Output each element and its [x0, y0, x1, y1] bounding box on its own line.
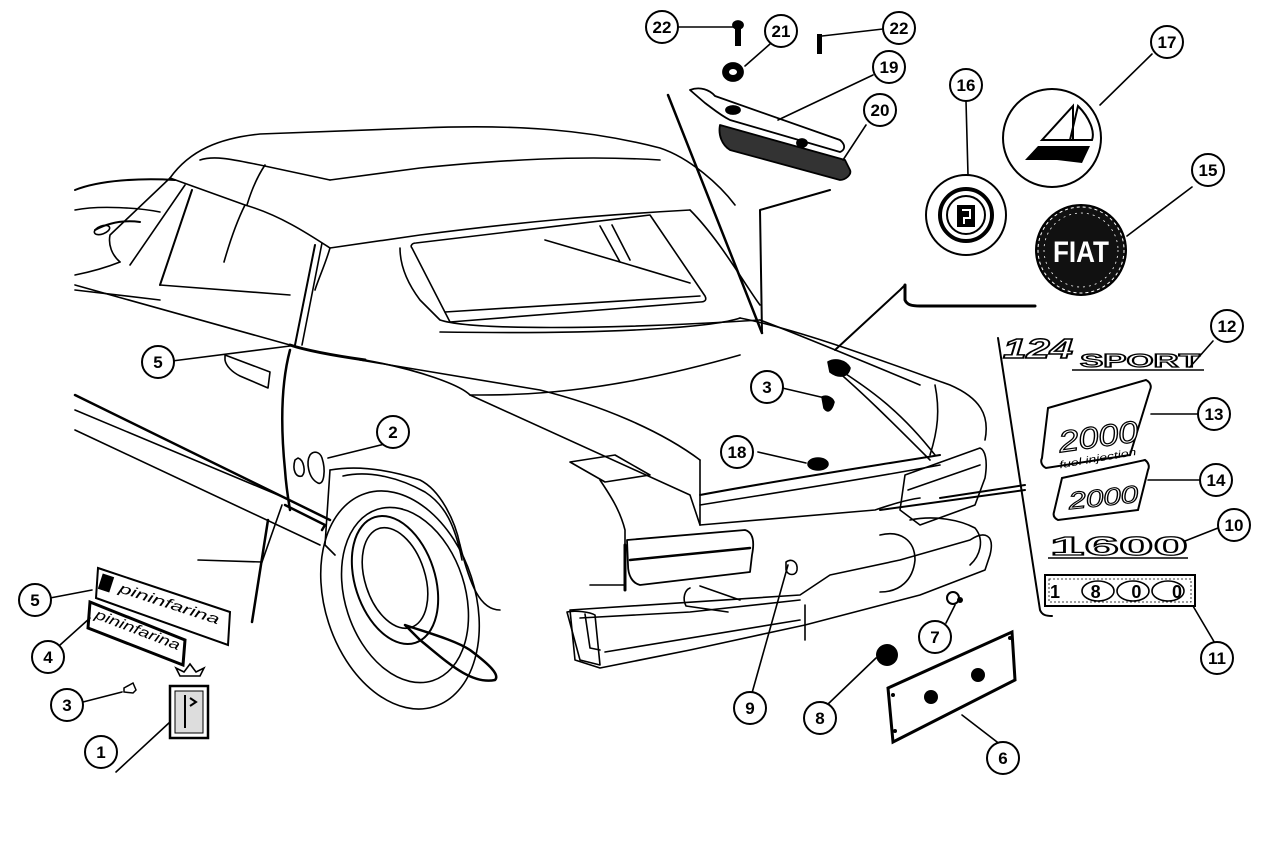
callout-number: 16	[957, 76, 976, 95]
callout-c7[interactable]: 7	[918, 620, 952, 654]
callout-number: 13	[1205, 405, 1224, 424]
callout-c13[interactable]: 13	[1197, 397, 1231, 431]
callout-number: 4	[43, 648, 53, 667]
callout-c3a[interactable]: 3	[50, 688, 84, 722]
callout-number: 20	[871, 101, 890, 120]
callout-number: 11	[1208, 649, 1226, 668]
callout-number: 3	[62, 696, 71, 715]
callout-number: 5	[153, 353, 162, 372]
callout-number: 15	[1199, 161, 1218, 180]
callout-c3b[interactable]: 3	[750, 370, 784, 404]
callout-number: 9	[745, 699, 754, 718]
callout-number: 22	[890, 19, 909, 38]
callout-c14[interactable]: 14	[1199, 463, 1233, 497]
2000-badge: 2000	[1052, 458, 1150, 522]
script-1600-text: 1600	[1050, 531, 1188, 561]
callout-c21[interactable]: 21	[764, 14, 798, 48]
callout-number: 8	[815, 709, 824, 728]
callout-number: 2	[388, 423, 397, 442]
brake-light-assembly	[666, 20, 852, 335]
callout-number: 5	[30, 591, 39, 610]
callout-number: 12	[1218, 317, 1237, 336]
1800-badge: 1800	[1044, 574, 1196, 607]
callout-c19[interactable]: 19	[872, 50, 906, 84]
callout-c18[interactable]: 18	[720, 435, 754, 469]
plate-bracket-parts	[876, 591, 1017, 745]
callout-c15[interactable]: 15	[1191, 153, 1225, 187]
callout-c8[interactable]: 8	[803, 701, 837, 735]
callout-number: 1	[96, 743, 105, 762]
callout-c9[interactable]: 9	[733, 691, 767, 725]
callout-c5b[interactable]: 5	[18, 583, 52, 617]
callout-c2[interactable]: 2	[376, 415, 410, 449]
leader-brackets	[834, 283, 1053, 617]
pininfarina-crest	[123, 662, 210, 740]
2000-fuel-injection-badge: 2000 fuel injection	[1040, 378, 1152, 471]
callout-c17[interactable]: 17	[1150, 25, 1184, 59]
callout-c6[interactable]: 6	[986, 741, 1020, 775]
callout-c20[interactable]: 20	[863, 93, 897, 127]
callout-number: 19	[880, 58, 899, 77]
callout-number: 18	[728, 443, 747, 462]
callout-c10[interactable]: 10	[1217, 508, 1251, 542]
callout-number: 22	[653, 18, 672, 37]
car-body-outline	[73, 126, 992, 710]
callout-number: 17	[1158, 33, 1177, 52]
callout-c5a[interactable]: 5	[141, 345, 175, 379]
script-124: 124	[1003, 333, 1074, 364]
callout-number: 10	[1225, 516, 1244, 535]
callout-c22b[interactable]: 22	[882, 11, 916, 45]
pininfarina-plates: pininfarina pininfarina	[86, 566, 232, 668]
callout-c1[interactable]: 1	[84, 735, 118, 769]
callout-number: 3	[762, 378, 771, 397]
script-sport: SPORT	[1080, 351, 1200, 371]
1600-script: 1600	[1048, 530, 1189, 562]
callout-c22a[interactable]: 22	[645, 10, 679, 44]
callout-number: 21	[772, 22, 791, 41]
callout-c4[interactable]: 4	[31, 640, 65, 674]
roundel-emblem	[925, 174, 1007, 256]
callout-c11[interactable]: 11	[1200, 641, 1234, 675]
leader-lines	[49, 26, 1219, 773]
sail-emblem	[1002, 88, 1102, 188]
callout-number: 7	[930, 628, 939, 647]
callout-number: 6	[998, 749, 1007, 768]
callout-number: 14	[1207, 471, 1226, 490]
124-sport-script: 124 SPORT	[1002, 332, 1204, 372]
callout-c12[interactable]: 12	[1210, 309, 1244, 343]
fiat-logo-text: FIAT	[1053, 236, 1109, 269]
callout-c16[interactable]: 16	[949, 68, 983, 102]
fiat-laurel-emblem: FIAT	[1035, 204, 1127, 296]
